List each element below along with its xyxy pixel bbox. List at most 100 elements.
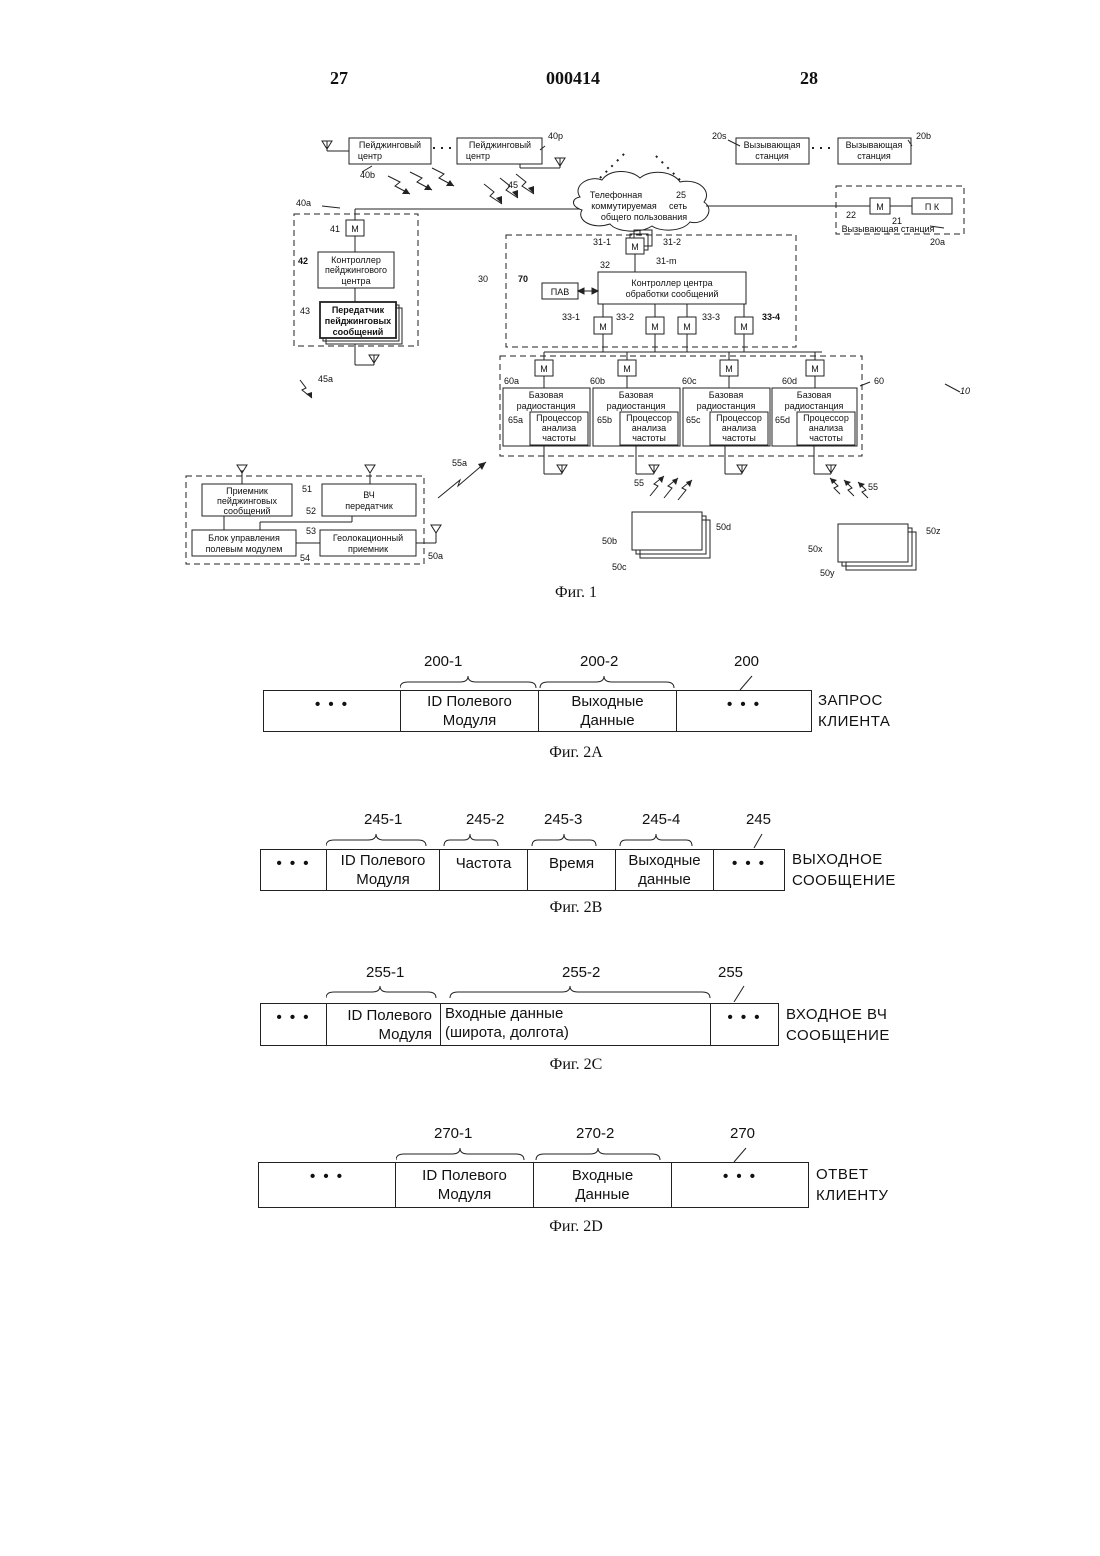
calling-station-b-line1: Вызывающая bbox=[846, 140, 903, 150]
ref-43: 43 bbox=[300, 306, 310, 316]
calling-station-b-line2: станция bbox=[857, 151, 891, 161]
ref-50y: 50y bbox=[820, 568, 835, 578]
fig2d-ref-270: 270 bbox=[730, 1125, 755, 1142]
fig2d-label: ОТВЕТ КЛИЕНТУ bbox=[816, 1164, 888, 1206]
ref-21: 21 bbox=[892, 216, 902, 226]
modem-33-2: М bbox=[651, 322, 659, 332]
modem-41: М bbox=[351, 224, 359, 234]
fig2d-label-line2: КЛИЕНТУ bbox=[816, 1185, 888, 1206]
modem-60a: М bbox=[540, 364, 548, 374]
message-center-controller-box bbox=[598, 272, 746, 304]
fig2a-field-id: ID Полевого Модуля bbox=[401, 691, 539, 731]
base-c-line2: радиостанция bbox=[697, 401, 756, 411]
calling-station-s-line2: станция bbox=[755, 151, 789, 161]
ref-65b: 65b bbox=[597, 415, 612, 425]
ref-33-1: 33-1 bbox=[562, 312, 580, 322]
ref-50z: 50z bbox=[926, 526, 941, 536]
fig2c-record: • • • ID Полевого Модуля Входные данные … bbox=[260, 1003, 779, 1046]
fig2d-field-id: ID Полевого Модуля bbox=[396, 1163, 534, 1207]
msg-controller-line1: Контроллер центра bbox=[631, 278, 712, 288]
calling-station-a-label: Вызывающая станция bbox=[842, 224, 935, 234]
fig2a-ref-200-1: 200-1 bbox=[424, 653, 462, 670]
geo-receiver-line1: Геолокационный bbox=[333, 533, 403, 543]
geo-receiver-line2: приемник bbox=[348, 544, 388, 554]
paging-center-b-line1: Пейджинговый bbox=[469, 140, 531, 150]
fig2a-label-line1: ЗАПРОС bbox=[818, 690, 890, 711]
fig2c-braces bbox=[326, 984, 766, 1002]
modem-33-4: М bbox=[740, 322, 748, 332]
ref-60b: 60b bbox=[590, 376, 605, 386]
ref-60d: 60d bbox=[782, 376, 797, 386]
proc-a-line1: Процессор bbox=[536, 413, 582, 423]
proc-c-line3: частоты bbox=[722, 433, 756, 443]
pstn-line1: Телефонная bbox=[590, 190, 642, 200]
ref-31-2: 31-2 bbox=[663, 237, 681, 247]
proc-d-line3: частоты bbox=[809, 433, 843, 443]
fig2d-ref-270-1: 270-1 bbox=[434, 1125, 472, 1142]
proc-a-line2: анализа bbox=[542, 423, 576, 433]
fig2b-dots-left: • • • bbox=[261, 850, 327, 890]
modem-33-3: М bbox=[683, 322, 691, 332]
fig2c-field-id-line1: ID Полевого bbox=[347, 1006, 432, 1025]
fig2b-label: ВЫХОДНОЕ СООБЩЕНИЕ bbox=[792, 849, 896, 891]
fig2b-record: • • • ID Полевого Модуля Частота Время В… bbox=[260, 849, 785, 891]
ref-40b: 40b bbox=[360, 170, 375, 180]
ref-45a: 45a bbox=[318, 374, 333, 384]
ref-50c: 50c bbox=[612, 562, 627, 572]
fig2b-ref-245-1: 245-1 bbox=[364, 811, 402, 828]
paging-center-a-line2: центр bbox=[358, 151, 382, 161]
fig2c-dots-right: • • • bbox=[711, 1004, 778, 1045]
fig2d-field-input-line1: Входные bbox=[572, 1166, 633, 1185]
ref-33-2: 33-2 bbox=[616, 312, 634, 322]
ref-50a: 50a bbox=[428, 551, 443, 561]
pager-receiver-line1: Приемник bbox=[226, 486, 268, 496]
modem-60d: М bbox=[811, 364, 819, 374]
fig2b-label-line2: СООБЩЕНИЕ bbox=[792, 870, 896, 891]
paging-controller-line3: центра bbox=[341, 276, 370, 286]
fig2d-field-id-line2: Модуля bbox=[438, 1185, 491, 1204]
pager-receiver-line2: пейджинговых bbox=[217, 496, 278, 506]
fig2d-record: • • • ID Полевого Модуля Входные Данные … bbox=[258, 1162, 809, 1208]
fig2b-field-time: Время bbox=[528, 850, 616, 890]
ref-33-3: 33-3 bbox=[702, 312, 720, 322]
fig2a-field-id-line1: ID Полевого bbox=[427, 692, 512, 711]
fig2b-ref-245-2: 245-2 bbox=[466, 811, 504, 828]
paging-controller-line1: Контроллер bbox=[331, 255, 381, 265]
paging-transmitter-line2: пейджинговых bbox=[325, 316, 391, 326]
fig2b-label-line1: ВЫХОДНОЕ bbox=[792, 849, 896, 870]
paging-transmitter-line3: сообщений bbox=[333, 327, 384, 337]
fig2c-label: ВХОДНОЕ ВЧ СООБЩЕНИЕ bbox=[786, 1004, 890, 1046]
proc-d-line2: анализа bbox=[809, 423, 843, 433]
proc-b-line3: частоты bbox=[632, 433, 666, 443]
fig2b-ref-245-4: 245-4 bbox=[642, 811, 680, 828]
fig2b-field-id-line2: Модуля bbox=[356, 870, 409, 889]
fig2b-field-id-line1: ID Полевого bbox=[341, 851, 426, 870]
ref-41: 41 bbox=[330, 224, 340, 234]
fig2a-label: ЗАПРОС КЛИЕНТА bbox=[818, 690, 890, 732]
ref-55b: 55 bbox=[868, 482, 878, 492]
rf-transmitter-line2: передатчик bbox=[345, 501, 393, 511]
proc-c-line2: анализа bbox=[722, 423, 756, 433]
ref-70: 70 bbox=[518, 274, 528, 284]
msg-controller-line2: обработки сообщений bbox=[626, 289, 719, 299]
ref-65a: 65a bbox=[508, 415, 523, 425]
fig2d-dots-left: • • • bbox=[259, 1163, 396, 1207]
fig2b-ref-245-3: 245-3 bbox=[544, 811, 582, 828]
field-control-line2: полевым модулем bbox=[206, 544, 283, 554]
proc-b-line2: анализа bbox=[632, 423, 666, 433]
ref-42: 42 bbox=[298, 256, 308, 266]
figure-2c-caption: Фиг. 2С bbox=[476, 1056, 676, 1074]
base-c-line1: Базовая bbox=[709, 390, 744, 400]
fig2d-dots-right: • • • bbox=[672, 1163, 808, 1207]
ref-55a: 55a bbox=[452, 458, 467, 468]
pstn-line4: общего пользования bbox=[601, 212, 687, 222]
rf-transmitter-line1: ВЧ bbox=[363, 490, 375, 500]
paging-center-b-line2: центр bbox=[466, 151, 490, 161]
fig2c-ref-255-1: 255-1 bbox=[366, 964, 404, 981]
ref-32: 32 bbox=[600, 260, 610, 270]
fig2c-field-id-line2: Модуля bbox=[379, 1025, 432, 1044]
fig2b-field-output-line2: данные bbox=[638, 870, 691, 889]
fig2a-ref-200-2: 200-2 bbox=[580, 653, 618, 670]
ref-54: 54 bbox=[300, 553, 310, 563]
base-a-line1: Базовая bbox=[529, 390, 564, 400]
